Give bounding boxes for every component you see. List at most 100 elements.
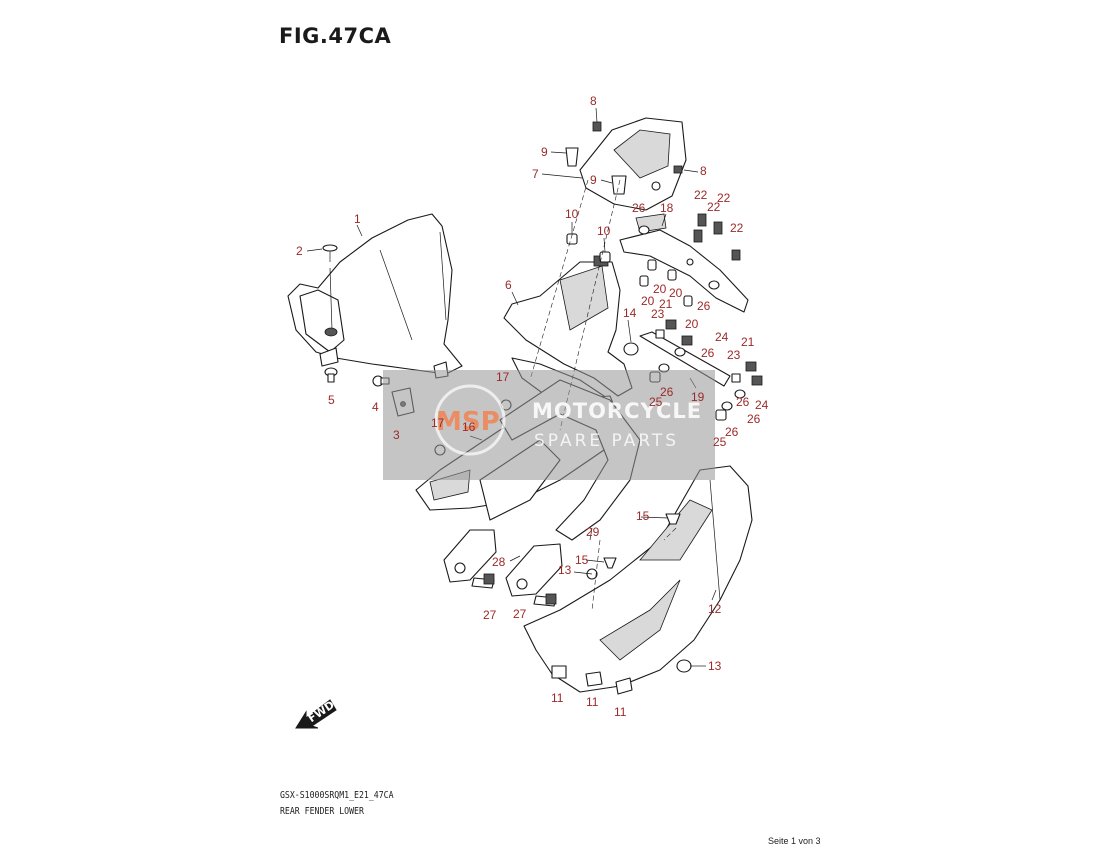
- callout-20: 20: [669, 286, 683, 300]
- callout-6: 6: [505, 278, 512, 292]
- screw-9-top[interactable]: [565, 147, 579, 167]
- callout-19: 19: [691, 390, 705, 404]
- callout-18: 18: [660, 201, 674, 215]
- assembly-line-d: [663, 527, 677, 541]
- collar-20-d[interactable]: [639, 275, 649, 287]
- fwd-label: FWD: [306, 698, 337, 725]
- rivet-13-right[interactable]: [676, 659, 692, 673]
- washer-26-mid-d[interactable]: [721, 401, 733, 411]
- callout-9: 9: [590, 173, 597, 187]
- callout-24: 24: [755, 398, 769, 412]
- bolt-23-left[interactable]: [655, 329, 665, 339]
- callout-26: 26: [632, 201, 646, 215]
- rivet-5[interactable]: [324, 367, 338, 383]
- rear-fender-lower-12[interactable]: [523, 465, 753, 693]
- callout-23: 23: [651, 307, 665, 321]
- callout-15: 15: [575, 553, 589, 567]
- screw-2[interactable]: [322, 244, 338, 262]
- bolt-22-b[interactable]: [713, 221, 723, 235]
- screw-15-mid[interactable]: [603, 557, 617, 569]
- callout-13: 13: [708, 659, 722, 673]
- fwd-arrow: FWD: [295, 698, 337, 729]
- screw-15-top[interactable]: [665, 513, 681, 525]
- callout-10: 10: [565, 207, 579, 221]
- callout-29: 29: [586, 525, 600, 539]
- callout-26: 26: [736, 395, 750, 409]
- callout-17: 17: [496, 370, 510, 384]
- bolt-22-c[interactable]: [693, 229, 703, 243]
- bolt-8-top[interactable]: [592, 121, 602, 132]
- collar-20-a[interactable]: [647, 259, 657, 271]
- page-indicator: Seite 1 von 3: [768, 836, 821, 846]
- clip-11-a[interactable]: [551, 665, 567, 679]
- callout-25: 25: [649, 395, 663, 409]
- callout-10: 10: [597, 224, 611, 238]
- assembly-line-a: [529, 179, 589, 381]
- watermark: MSP MOTORCYCLE SPARE PARTS: [383, 370, 715, 480]
- nut-25-right[interactable]: [715, 409, 727, 421]
- bolt-21-right[interactable]: [745, 361, 757, 372]
- callout-26: 26: [747, 412, 761, 426]
- model-code: GSX-S1000SRQM1_E21_47CA: [280, 790, 394, 801]
- hugger-fender-part[interactable]: [287, 213, 463, 379]
- callout-20: 20: [641, 294, 655, 308]
- peg-bracket-28[interactable]: [443, 529, 563, 597]
- collar-20-c[interactable]: [683, 295, 693, 307]
- bolt-8-right[interactable]: [673, 165, 683, 174]
- callout-8: 8: [700, 164, 707, 178]
- collar-20-b[interactable]: [667, 269, 677, 281]
- grommet-14[interactable]: [623, 342, 639, 356]
- clip-11-b[interactable]: [585, 671, 603, 687]
- callout-13: 13: [558, 563, 572, 577]
- mount-bracket-7[interactable]: [579, 117, 687, 211]
- nut-10-right[interactable]: [599, 251, 611, 263]
- clip-11-c[interactable]: [615, 677, 633, 695]
- assembly-line-b: [559, 179, 621, 431]
- callout-17: 17: [431, 416, 445, 430]
- callout-28: 28: [492, 555, 506, 569]
- bolt-23-right[interactable]: [731, 373, 741, 383]
- callout-26: 26: [660, 385, 674, 399]
- callout-22: 22: [730, 221, 744, 235]
- callout-4: 4: [372, 400, 379, 414]
- callout-21: 21: [741, 335, 755, 349]
- callout-9: 9: [541, 145, 548, 159]
- watermark-logo: MSP: [436, 407, 500, 437]
- callout-25: 25: [713, 435, 727, 449]
- bolt-27-right[interactable]: [533, 593, 557, 607]
- callout-20: 20: [685, 317, 699, 331]
- callout-2: 2: [296, 244, 303, 258]
- washer-26-mid-a[interactable]: [674, 347, 686, 357]
- callout-20: 20: [653, 282, 667, 296]
- callout-3: 3: [393, 428, 400, 442]
- watermark-line2: SPARE PARTS: [534, 431, 679, 451]
- bolt-27-left[interactable]: [471, 573, 495, 589]
- callout-12: 12: [708, 602, 722, 616]
- bolt-22-d[interactable]: [731, 249, 741, 261]
- callout-7: 7: [532, 167, 539, 181]
- callout-1: 1: [354, 212, 361, 226]
- callout-26: 26: [701, 346, 715, 360]
- callout-27: 27: [483, 608, 497, 622]
- diagram-caption: REAR FENDER LOWER: [280, 806, 364, 817]
- callout-5: 5: [328, 393, 335, 407]
- washer-26-mid-c[interactable]: [734, 389, 746, 399]
- callout-27: 27: [513, 607, 527, 621]
- washer-26-top-b[interactable]: [708, 280, 720, 290]
- callout-26: 26: [725, 425, 739, 439]
- callout-22: 22: [707, 200, 721, 214]
- callout-8: 8: [590, 94, 597, 108]
- callout-11: 11: [551, 691, 564, 705]
- bolt-24-left[interactable]: [681, 335, 693, 346]
- figure-title: FIG.47CA: [279, 24, 392, 48]
- washer-26-top-a[interactable]: [638, 225, 650, 235]
- callout-11: 11: [614, 705, 627, 719]
- bolt-21-left[interactable]: [665, 319, 677, 330]
- bolt-22-a[interactable]: [697, 213, 707, 227]
- screw-9-mid[interactable]: [611, 175, 627, 195]
- callout-11: 11: [586, 695, 599, 709]
- bolt-24-right[interactable]: [751, 375, 763, 386]
- assembly-line-c: [591, 539, 601, 611]
- callout-26: 26: [697, 299, 711, 313]
